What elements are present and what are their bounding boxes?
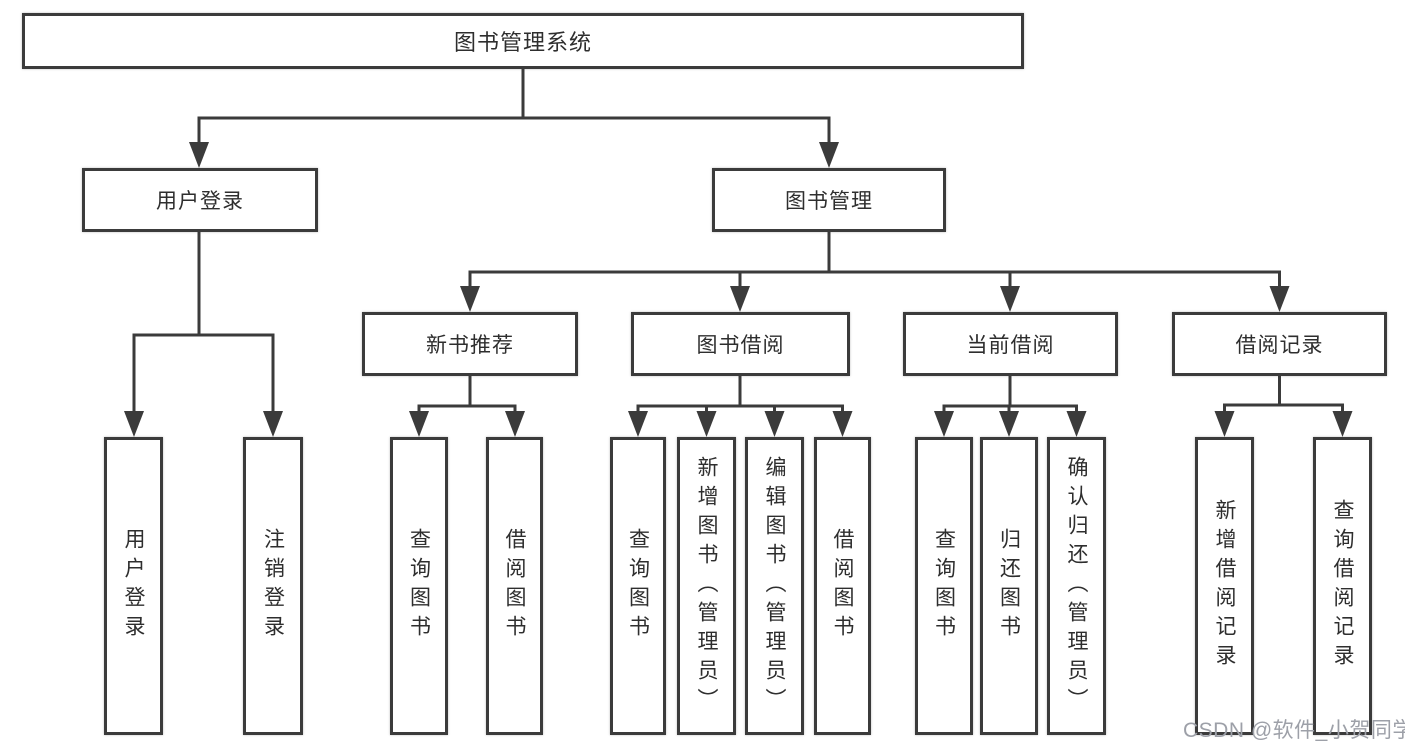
node-leaf-user-login-label: 用户登录 (122, 528, 145, 644)
node-leaf-bb-query-book: 查询图书 (610, 437, 666, 735)
node-leaf-nbr-query-book: 查询图书 (390, 437, 448, 735)
node-user-login: 用户登录 (82, 168, 318, 232)
node-book-management: 图书管理 (712, 168, 946, 232)
node-leaf-bb-query-book-label: 查询图书 (626, 528, 650, 644)
node-leaf-bb-edit-book-admin: 编辑图书（管理员） (745, 437, 804, 735)
node-borrow-records-label: 借阅记录 (1235, 334, 1324, 357)
node-leaf-cb-confirm-return-admin-label: 确认归还（管理员） (1065, 455, 1088, 717)
node-leaf-logout-label: 注销登录 (261, 528, 285, 644)
csdn-watermark: CSDN @软件_小贺同学 (1183, 719, 1405, 742)
node-new-book-recommend-label: 新书推荐 (426, 334, 514, 357)
node-new-book-recommend: 新书推荐 (362, 312, 578, 376)
node-leaf-logout: 注销登录 (243, 437, 303, 735)
node-leaf-br-add-record: 新增借阅记录 (1195, 437, 1254, 735)
node-leaf-cb-query-book: 查询图书 (915, 437, 973, 735)
node-leaf-br-add-record-label: 新增借阅记录 (1213, 499, 1236, 673)
node-root-system: 图书管理系统 (22, 13, 1024, 69)
node-leaf-bb-borrow-book: 借阅图书 (814, 437, 871, 735)
node-user-login-label: 用户登录 (156, 190, 244, 213)
node-leaf-cb-return-book: 归还图书 (980, 437, 1038, 735)
node-book-borrow-label: 图书借阅 (696, 334, 785, 357)
node-leaf-br-query-record-label: 查询借阅记录 (1331, 499, 1354, 673)
node-leaf-cb-return-book-label: 归还图书 (997, 528, 1021, 644)
node-borrow-records: 借阅记录 (1172, 312, 1387, 376)
node-leaf-nbr-borrow-book: 借阅图书 (486, 437, 543, 735)
node-book-management-label: 图书管理 (785, 190, 873, 213)
node-leaf-bb-borrow-book-label: 借阅图书 (831, 528, 854, 644)
node-leaf-bb-add-book-admin-label: 新增图书（管理员） (695, 455, 718, 717)
node-leaf-user-login: 用户登录 (104, 437, 163, 735)
node-root-label: 图书管理系统 (453, 30, 592, 55)
node-current-borrow-label: 当前借阅 (966, 334, 1055, 357)
node-leaf-nbr-borrow-book-label: 借阅图书 (503, 528, 526, 644)
node-leaf-bb-edit-book-admin-label: 编辑图书（管理员） (763, 455, 786, 717)
node-current-borrow: 当前借阅 (903, 312, 1118, 376)
node-book-borrow: 图书借阅 (631, 312, 850, 376)
node-leaf-cb-confirm-return-admin: 确认归还（管理员） (1047, 437, 1106, 735)
node-leaf-cb-query-book-label: 查询图书 (932, 528, 956, 644)
node-leaf-br-query-record: 查询借阅记录 (1313, 437, 1372, 735)
node-leaf-bb-add-book-admin: 新增图书（管理员） (677, 437, 736, 735)
node-leaf-nbr-query-book-label: 查询图书 (407, 528, 431, 644)
